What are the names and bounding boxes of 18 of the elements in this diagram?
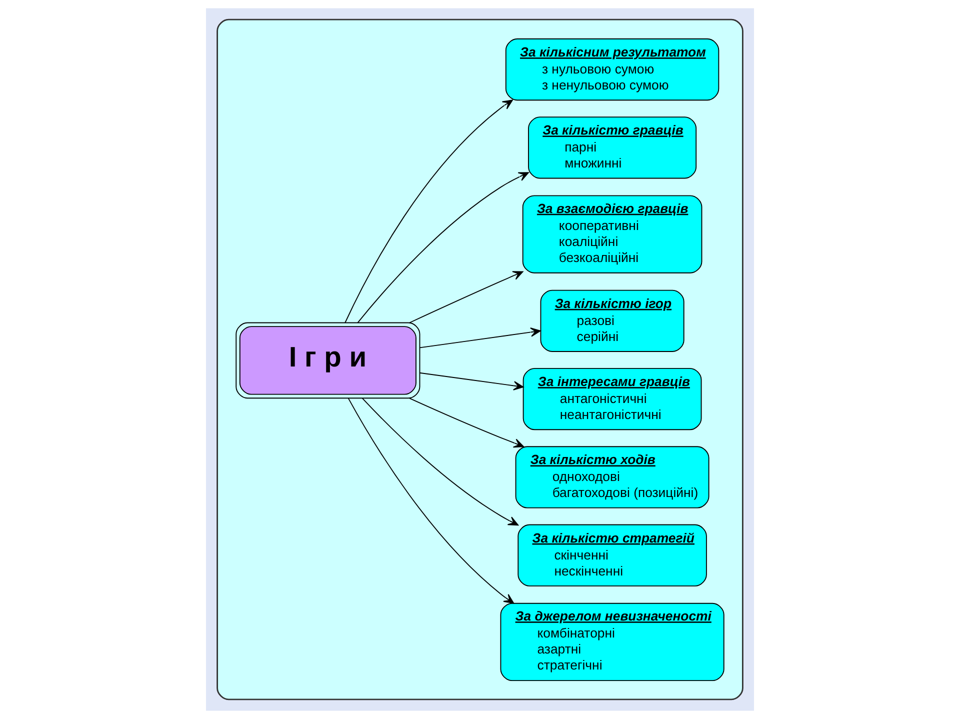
- node-box: За кількісним результатом з нульовою сумою з ненульовою сумою: [504, 38, 719, 101]
- arrow: [361, 398, 518, 526]
- arrow: [418, 372, 524, 390]
- node-box: За джерелом невизначеності комбінаторні азартні стратегічні: [500, 602, 724, 682]
- node-box: За кількістю ігор разові серійні: [540, 290, 684, 352]
- arrow: [408, 398, 524, 448]
- arrow: [347, 398, 514, 604]
- node-box: За кількістю ходів одноходові багатоходові (позиційні): [514, 446, 709, 508]
- node-box: За кількістю гравців парні множинні: [528, 116, 696, 179]
- node-box: За взаємодією гравців кооперативні коаліційні безкоаліційні: [522, 195, 702, 274]
- arrow: [418, 327, 540, 348]
- node-box: За інтересами гравців антагоністичні неантагоністичні: [522, 368, 702, 430]
- node-box: За кількістю стратегій скінченні нескінченні: [517, 524, 706, 586]
- arrow: [356, 172, 528, 324]
- node-box: І г р и: [235, 322, 420, 399]
- cluster: [216, 18, 743, 700]
- arrow: [408, 271, 523, 324]
- arrow: [344, 100, 512, 324]
